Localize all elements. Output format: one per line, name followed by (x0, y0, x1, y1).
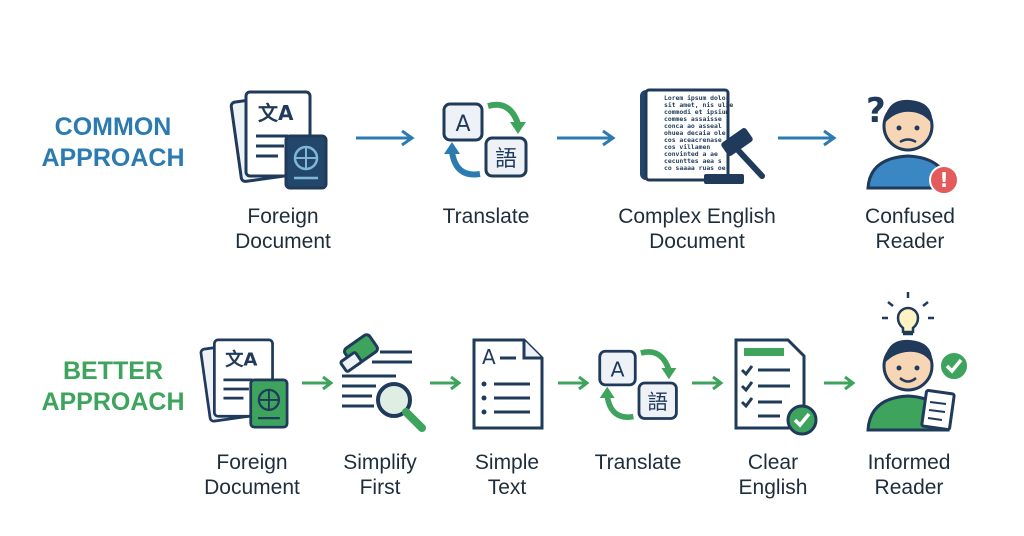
lorem-line: cecunttes aea s (664, 157, 722, 165)
common-step-1-label: Foreign Document (235, 205, 331, 253)
simplify-magnifier-icon (336, 333, 428, 439)
informed-reader-icon (862, 290, 982, 445)
lorem-line: commodi et ipsium (664, 108, 730, 116)
common-step-2-label: Translate (442, 205, 530, 228)
lorem-line: cos villamen (664, 143, 710, 151)
better-step-4-label: Translate (594, 451, 682, 474)
simple-text-icon: A (470, 336, 546, 437)
translate-icon: A 語 (596, 340, 682, 431)
common-arrow-3 (776, 128, 840, 153)
better-step-1-label: Foreign Document (204, 451, 300, 499)
better-arrow-2 (428, 374, 464, 397)
foreign-document-icon: 文A (228, 88, 338, 198)
doc-chars: 文A (225, 348, 257, 370)
common-step-3-label: Complex English Document (618, 205, 776, 253)
better-step-5-label: Clear English (738, 451, 808, 499)
kanji: 語 (495, 147, 517, 172)
lorem-line: co saaaa ruas oe (664, 164, 726, 172)
better-arrow-4 (690, 374, 726, 397)
latin-a: A (482, 345, 496, 369)
lorem-line: conca ao asseal (664, 122, 722, 130)
better-arrow-3 (556, 374, 592, 397)
lorem-line: Lorem ipsum dolor (664, 94, 730, 102)
exclamation: ! (939, 168, 948, 192)
lightbulb-icon (882, 292, 934, 336)
translate-icon: A 語 (440, 92, 532, 189)
common-arrow-2 (555, 128, 619, 153)
kanji: 語 (647, 390, 668, 414)
better-approach-title: BETTER APPROACH (41, 357, 185, 416)
legal-document-gavel-icon: Lorem ipsum dolor sit amet, nis ulie com… (636, 86, 766, 195)
lorem-line: cos aceacrenase (664, 136, 722, 144)
common-approach-title: COMMON APPROACH (41, 113, 185, 172)
better-arrow-5 (822, 374, 858, 397)
foreign-document-icon: 文A (198, 334, 298, 439)
better-step-6-label: Informed Reader (867, 451, 951, 499)
lorem-line: convinted a ae (664, 150, 718, 158)
better-step-3-label: Simple Text (474, 451, 540, 499)
common-step-4-label: Confused Reader (865, 205, 955, 253)
better-arrow-1 (300, 374, 336, 397)
lorem-line: commes assaisse (664, 115, 722, 123)
question-mark: ? (866, 91, 886, 131)
doc-chars: 文A (258, 101, 294, 125)
confused-reader-icon: ? ! (852, 84, 967, 201)
checklist-document-icon (732, 336, 818, 441)
lorem-line: sit amet, nis ulie (664, 101, 733, 109)
latin-a: A (455, 112, 470, 137)
lorem-line: ohuea decaia ole (664, 129, 726, 137)
latin-a: A (610, 357, 624, 381)
better-step-2-label: Simplify First (343, 451, 417, 499)
common-arrow-1 (354, 128, 418, 153)
